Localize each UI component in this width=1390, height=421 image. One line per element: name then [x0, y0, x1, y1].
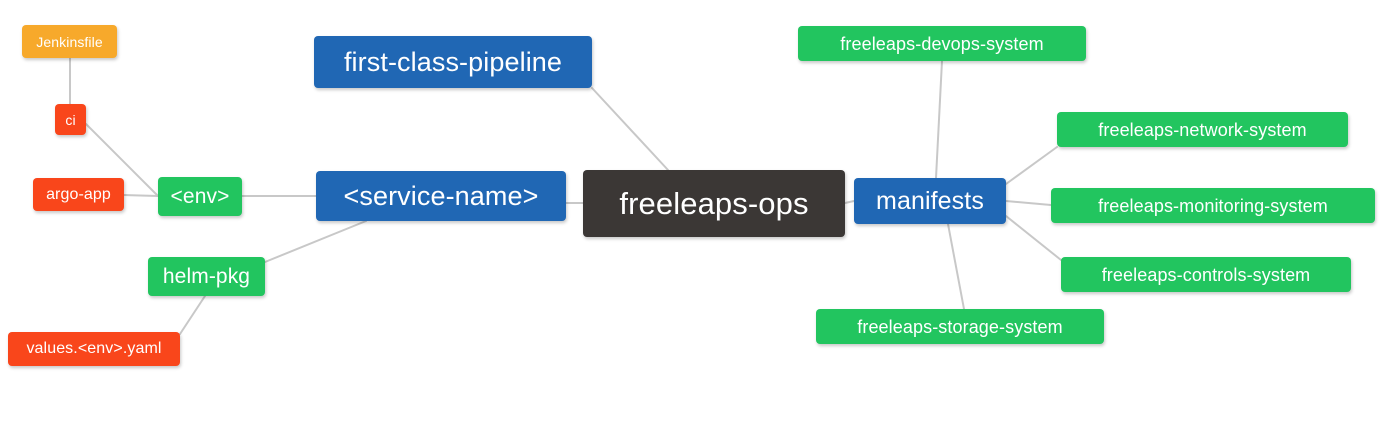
node-manifests[interactable]: manifests: [854, 178, 1006, 224]
edge-freeleaps-ops-to-manifests: [844, 200, 855, 204]
edge-manifests-to-storage-system: [947, 223, 965, 310]
node-first-class-pipeline[interactable]: first-class-pipeline: [314, 36, 592, 88]
node-monitoring-system[interactable]: freeleaps-monitoring-system: [1051, 188, 1375, 223]
node-freeleaps-ops[interactable]: freeleaps-ops: [583, 170, 845, 237]
edge-values-yaml-to-helm-pkg: [179, 295, 206, 335]
node-ci[interactable]: ci: [55, 104, 86, 135]
edge-first-class-pipeline-to-freeleaps-ops: [591, 87, 669, 171]
node-network-system[interactable]: freeleaps-network-system: [1057, 112, 1348, 147]
edge-manifests-to-network-system: [1005, 146, 1058, 185]
node-controls-system[interactable]: freeleaps-controls-system: [1061, 257, 1351, 292]
edge-argo-app-to-env: [123, 194, 159, 197]
node-argo-app[interactable]: argo-app: [33, 178, 124, 211]
node-env[interactable]: <env>: [158, 177, 242, 216]
node-storage-system[interactable]: freeleaps-storage-system: [816, 309, 1104, 344]
node-values-yaml[interactable]: values.<env>.yaml: [8, 332, 180, 366]
node-jenkinsfile[interactable]: Jenkinsfile: [22, 25, 117, 58]
edge-helm-pkg-to-service-name: [264, 220, 367, 263]
node-devops-system[interactable]: freeleaps-devops-system: [798, 26, 1086, 61]
edge-manifests-to-monitoring-system: [1005, 200, 1052, 206]
node-helm-pkg[interactable]: helm-pkg: [148, 257, 265, 296]
node-service-name[interactable]: <service-name>: [316, 171, 566, 221]
edge-manifests-to-devops-system: [935, 60, 943, 179]
